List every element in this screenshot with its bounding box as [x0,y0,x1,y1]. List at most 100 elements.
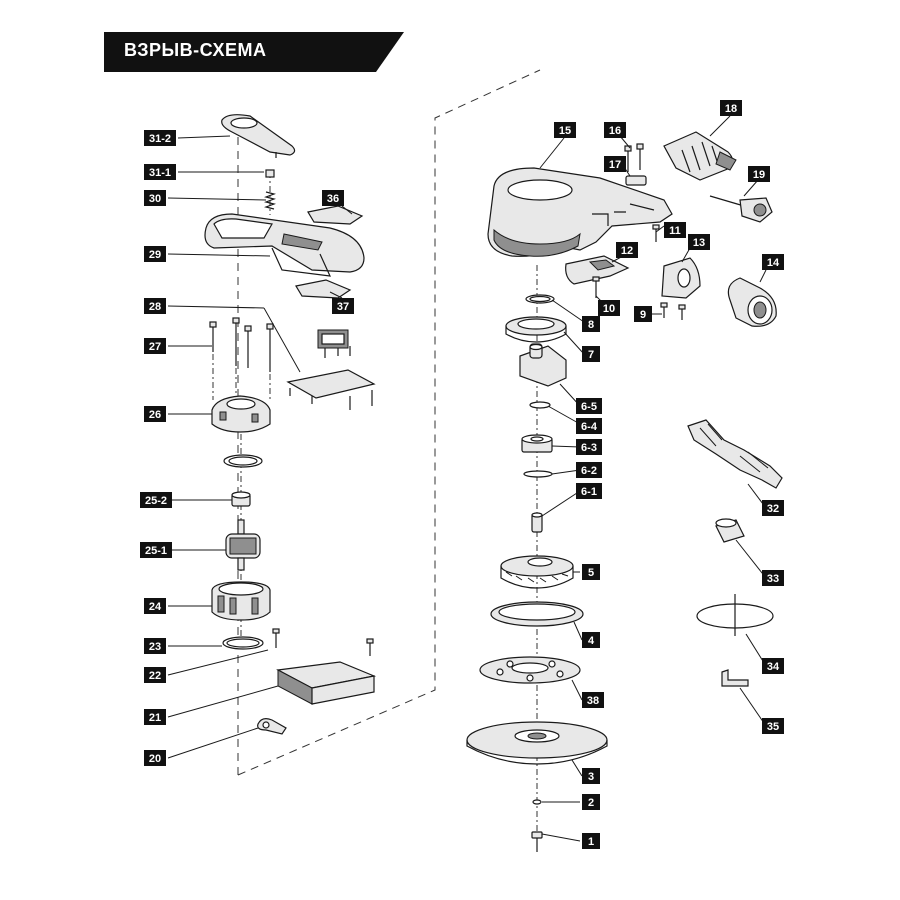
part-33-adapter [715,518,745,543]
label-5-text: 5 [588,567,594,579]
label-8: 8 [582,316,600,332]
part-22-screws [272,628,374,656]
label-22-text: 22 [149,670,161,682]
part-2-washer [532,799,542,805]
label-12-text: 12 [621,245,633,257]
label-7-text: 7 [588,349,594,361]
label-3-text: 3 [588,771,594,783]
part-25-1-rotor [225,519,261,571]
part-11-screw [652,224,660,242]
label-30: 30 [144,190,166,206]
label-25-1-text: 25-1 [145,545,167,557]
part-38-interface-pad [479,656,581,684]
part-ring-under-26 [223,454,263,468]
label-14-text: 14 [767,257,780,269]
part-30-spring [263,191,277,210]
label-32: 32 [762,500,784,516]
label-25-2: 25-2 [140,492,172,508]
part-6-5-eccentric [519,343,567,387]
part-labels: 31-2 31-1 30 29 28 27 26 25-2 25-1 24 23… [140,100,784,849]
label-27: 27 [144,338,166,354]
part-8-clip [525,294,555,304]
part-7-gear-ring [505,316,567,343]
part-13-switch-housing [661,257,701,299]
label-23-text: 23 [149,641,161,653]
part-1-screw [531,831,543,852]
label-6-2: 6-2 [576,462,602,478]
part-6-3-bearing [521,434,553,453]
label-16: 16 [604,122,626,138]
label-34: 34 [762,658,784,674]
part-19-connector [709,195,773,223]
label-11: 11 [664,222,686,238]
part-9-screws [660,302,686,320]
part-3-sanding-pad [466,721,608,765]
label-8-text: 8 [588,319,594,331]
label-38: 38 [582,692,604,708]
part-10-screw [592,276,600,298]
diagram-title: ВЗРЫВ-СХЕМА [124,40,267,60]
label-14: 14 [762,254,784,270]
label-20-text: 20 [149,753,161,765]
label-6-5-text: 6-5 [581,401,597,413]
label-25-1: 25-1 [140,542,172,558]
label-13: 13 [688,234,710,250]
part-36-label [307,205,364,225]
label-24-text: 24 [149,601,162,613]
label-31-2-text: 31-2 [149,133,171,145]
part-32-hose [687,419,783,489]
label-16-text: 16 [609,125,621,137]
title-banner-shape [104,32,404,72]
part-24-stator [211,581,271,621]
label-11-text: 11 [669,225,681,237]
label-28-text: 28 [149,301,161,313]
label-6-1-text: 6-1 [581,486,597,498]
label-25-2-text: 25-2 [145,495,167,507]
label-19-text: 19 [753,169,765,181]
part-23-ring [222,636,264,650]
label-6-5: 6-5 [576,398,602,414]
part-5-fan [500,555,574,589]
label-21: 21 [144,709,166,725]
label-13-text: 13 [693,237,705,249]
label-15-text: 15 [559,125,571,137]
label-3: 3 [582,768,600,784]
part-26-motor-bracket [211,395,271,433]
part-6-2-snap-ring [523,470,553,478]
label-2-text: 2 [588,797,594,809]
label-31-1-text: 31-1 [149,167,171,179]
label-5: 5 [582,564,600,580]
label-9-text: 9 [640,309,646,321]
part-25-2-bearing [231,491,251,507]
label-33: 33 [762,570,784,586]
label-36-text: 36 [327,193,339,205]
label-4-text: 4 [588,635,595,647]
part-29-handle [204,213,365,277]
part-15-housing [487,167,673,257]
part-35-hex-key [721,669,749,687]
label-27-text: 27 [149,341,161,353]
label-29: 29 [144,246,166,262]
label-23: 23 [144,638,166,654]
part-4-cover-disc [490,601,584,627]
label-38-text: 38 [587,695,599,707]
part-20-clip [257,718,287,735]
label-31-1: 31-1 [144,164,176,180]
label-6-1: 6-1 [576,483,602,499]
part-12-switch-button [565,255,630,285]
part-16-screws [624,143,644,172]
part-6-4-ring [529,401,551,409]
label-6-3-text: 6-3 [581,442,597,454]
label-7: 7 [582,346,600,362]
part-31-2-top-cover [221,114,296,158]
label-36: 36 [322,190,344,206]
label-17-text: 17 [609,159,621,171]
part-21-control-box [276,661,377,705]
label-37-text: 37 [337,301,349,313]
part-31-1-nut [265,169,275,178]
label-6-4: 6-4 [576,418,602,434]
label-6-4-text: 6-4 [581,421,598,433]
label-10-text: 10 [603,303,615,315]
part-14-knob [727,277,777,327]
label-6-2-text: 6-2 [581,465,597,477]
